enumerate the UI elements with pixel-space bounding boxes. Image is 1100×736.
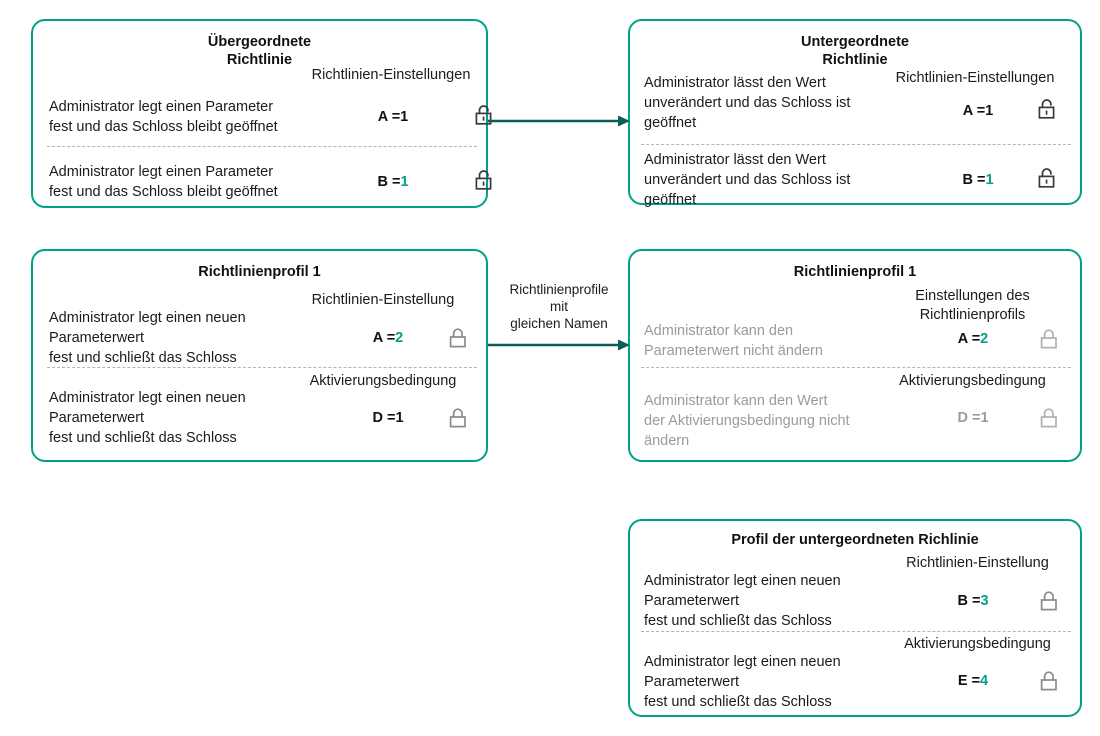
equals-sign: =: [386, 410, 396, 426]
param-value: 4: [980, 673, 989, 689]
box-child-policy: Untergeordnete Richtlinie Richtlinien-Ei…: [628, 19, 1082, 208]
row-value: D =1: [333, 410, 443, 426]
row-description: Administrator legt einen neuen Parameter…: [644, 573, 841, 629]
param-name: A: [962, 103, 973, 119]
param-value: 2: [395, 330, 404, 346]
row-divider: [641, 144, 1071, 145]
param-value: 1: [985, 172, 994, 188]
lock-open-icon: [1037, 97, 1059, 121]
param-value: 1: [980, 410, 989, 426]
equals-sign: =: [971, 410, 981, 426]
row-value: A =2: [918, 331, 1028, 347]
equals-sign: =: [971, 331, 981, 347]
box-policy-profile-1-left: Richtlinienprofil 1 Richtlinien-Einstell…: [31, 249, 488, 462]
box-title: Untergeordnete Richtlinie: [801, 34, 909, 68]
row-description: Administrator legt einen Parameter fest …: [49, 99, 278, 135]
box-title: Profil der untergeordneten Richlinie: [731, 532, 979, 548]
row-value: B =1: [338, 174, 448, 190]
row-value: A =1: [338, 109, 448, 125]
param-name: A: [372, 330, 383, 346]
param-name: B: [957, 593, 968, 609]
param-value: 1: [400, 109, 409, 125]
equals-sign: =: [391, 109, 401, 125]
row-description: Administrator lässt den Wert unverändert…: [644, 152, 851, 208]
param-name: B: [962, 172, 973, 188]
row-description: Administrator lässt den Wert unverändert…: [644, 75, 851, 131]
row-divider: [47, 367, 477, 368]
row-divider: [47, 146, 477, 147]
box-policy-profile-1-right: Richtlinienprofil 1 Einstellungen des Ri…: [628, 249, 1082, 462]
lock-open-icon: [474, 103, 496, 127]
param-value: 1: [985, 103, 994, 119]
row-value: B =1: [923, 172, 1033, 188]
arrow-top: [488, 115, 630, 127]
lock-closed-icon: [448, 406, 470, 430]
row-header: Richtlinien-Einstellungen: [311, 67, 471, 83]
param-value: 2: [980, 331, 989, 347]
param-value: 1: [395, 410, 404, 426]
param-name: B: [377, 174, 388, 190]
lock-closed-icon: [1039, 406, 1061, 430]
lock-open-icon: [474, 168, 496, 192]
row-header: Aktivierungsbedingung: [309, 373, 457, 389]
row-value: B =3: [918, 593, 1028, 609]
row-description: Administrator legt einen neuen Parameter…: [644, 654, 841, 710]
row-header: Aktivierungsbedingung: [899, 373, 1046, 389]
row-value: E =4: [918, 673, 1028, 689]
equals-sign: =: [976, 172, 986, 188]
equals-sign: =: [391, 174, 401, 190]
row-value: A =1: [923, 103, 1033, 119]
row-header: Aktivierungsbedingung: [904, 636, 1051, 652]
equals-sign: =: [976, 103, 986, 119]
lock-closed-icon: [1039, 589, 1061, 613]
arrow-middle-label: Richtlinienprofile mit gleichen Namen: [509, 282, 609, 331]
box-child-policy-profile: Profil der untergeordneten Richlinie Ric…: [628, 519, 1082, 717]
box-parent-policy: Übergeordnete Richtlinie Richtlinien-Ein…: [31, 19, 492, 208]
param-name: E: [957, 673, 968, 689]
row-value: D =1: [918, 410, 1028, 426]
lock-closed-icon: [1039, 669, 1061, 693]
equals-sign: =: [386, 330, 396, 346]
param-name: D: [957, 410, 968, 426]
row-description: Administrator kann den Wert der Aktivier…: [644, 393, 850, 449]
row-header: Richtlinien-Einstellungen: [895, 70, 1055, 86]
param-name: A: [377, 109, 388, 125]
lock-open-icon: [1037, 166, 1059, 190]
row-divider: [641, 631, 1071, 632]
box-title: Übergeordnete Richtlinie: [207, 34, 312, 68]
row-header: Richtlinien-Einstellung: [906, 555, 1049, 571]
row-description: Administrator legt einen Parameter fest …: [49, 164, 278, 200]
equals-sign: =: [971, 673, 981, 689]
param-value: 3: [980, 593, 989, 609]
box-title: Richtlinienprofil 1: [198, 264, 321, 280]
arrow-middle: [488, 339, 630, 351]
param-name: A: [957, 331, 968, 347]
param-name: D: [372, 410, 383, 426]
equals-sign: =: [971, 593, 981, 609]
lock-closed-icon: [448, 326, 470, 350]
row-description: Administrator legt einen neuen Parameter…: [49, 310, 246, 366]
box-title: Richtlinienprofil 1: [793, 264, 917, 280]
row-header: Richtlinien-Einstellung: [311, 292, 455, 308]
row-divider: [641, 367, 1071, 368]
row-value: A =2: [333, 330, 443, 346]
lock-closed-icon: [1039, 327, 1061, 351]
row-description: Administrator kann den Parameterwert nic…: [644, 323, 823, 359]
row-header: Einstellungen des Richtlinienprofils: [915, 288, 1030, 323]
param-value: 1: [400, 174, 409, 190]
row-description: Administrator legt einen neuen Parameter…: [49, 390, 246, 446]
